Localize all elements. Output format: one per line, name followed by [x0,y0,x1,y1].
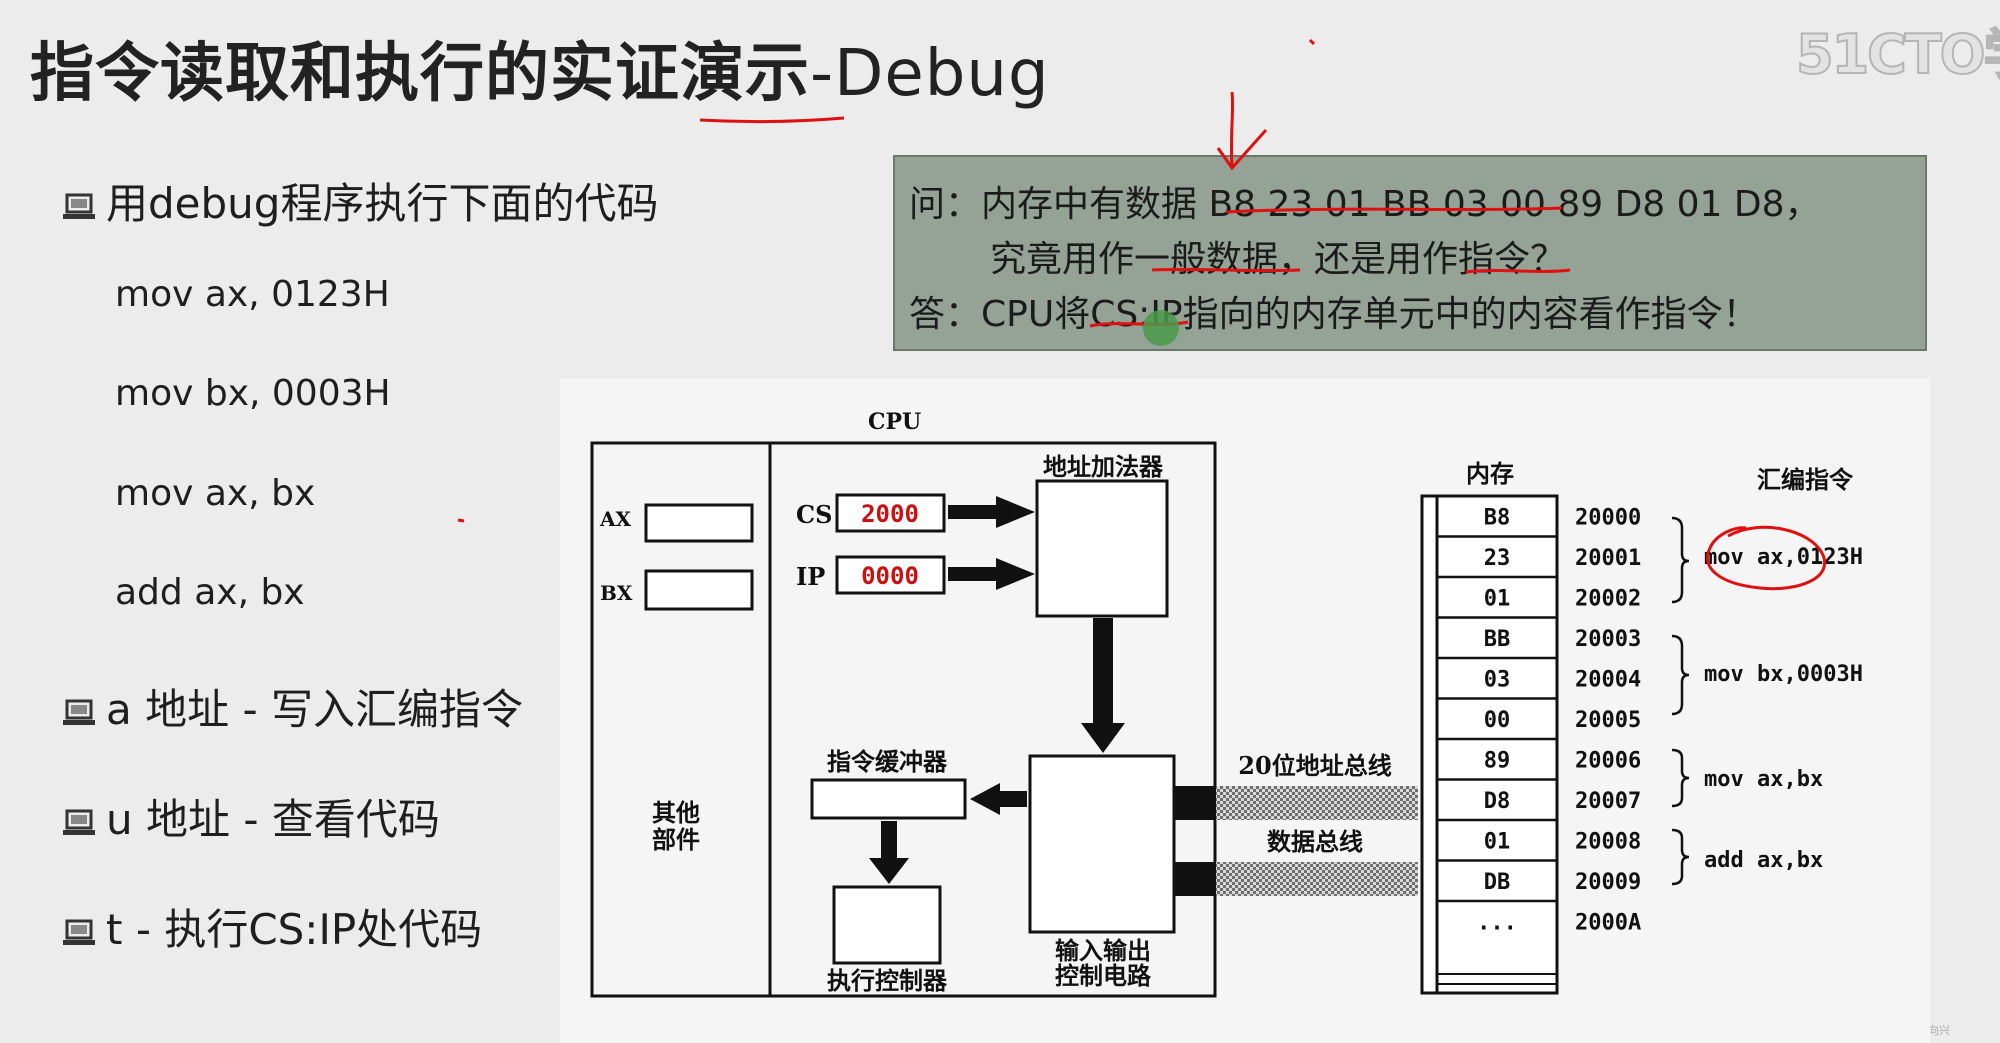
bullet-a-address: a 地址 - 写入汇编指令 [62,676,523,737]
bullet-text: 用debug程序执行下面的代码 [106,179,659,228]
memory-address-label: 20006 [1575,748,1641,773]
memory-address-label: 20001 [1575,546,1641,571]
address-bus [1216,786,1418,820]
bx-label: BX [600,581,633,605]
memory-addresses: 20000 20001 20002 20003 20004 20005 20006 20007… [1575,505,1641,935]
memory-label: 内存 [1466,459,1514,488]
memory-cell-value: 01 [1484,586,1511,611]
bullet-debug: 用debug程序执行下面的代码 [62,170,658,231]
address-bus-connector [1174,786,1216,820]
memory-cell-value: 23 [1484,546,1511,571]
cs-to-adder-arrow [948,496,1035,528]
qa-box: 问：内存中有数据 B8 23 01 BB 03 00 89 D8 01 D8， … [893,155,1927,351]
laptop-icon [63,699,95,725]
memory-cell-value: B8 [1484,505,1511,530]
exec-controller-label: 执行控制器 [827,966,948,995]
ip-label: IP [796,562,825,591]
qa-question: 问：内存中有数据 B8 23 01 BB 03 00 89 D8 01 D8， [909,184,1821,225]
memory-cell-value: 03 [1484,667,1511,692]
ip-value: 0000 [861,562,919,590]
address-adder-box [1035,479,1169,618]
bx-register [644,569,754,611]
memory-cell-value: BB [1484,627,1511,652]
cpu-memory-diagram: CPU AX BX 其他 部件 CS 2000 IP 0000 地址加法器 输入… [560,378,1930,1043]
bullet-t-execute: t - 执行CS:IP处代码 [62,896,482,957]
code-line: mov ax, bx [115,473,316,514]
memory-cell-value: 01 [1484,829,1511,854]
bullet-text: u 地址 - 查看代码 [106,795,440,844]
title-main: 指令读取和执行的实证演示 [30,37,810,111]
address-bus-label: 20位地址总线 [1238,751,1391,780]
memory-address-label: 2000A [1575,910,1641,935]
instruction-buffer-box [810,778,967,820]
ax-label: AX [599,507,632,531]
laptop-icon [63,919,95,945]
memory-address-label: 20000 [1575,505,1641,530]
memory-cell-value: DB [1484,870,1511,895]
code-line: mov bx, 0003H [115,373,391,414]
bullet-text: t - 执行CS:IP处代码 [106,905,483,954]
memory-address-label: 20004 [1575,667,1641,692]
title-suffix: -Debug [810,37,1050,111]
other-parts-label: 部件 [652,825,700,854]
asm-header: 汇编指令 [1757,465,1854,494]
cs-value: 2000 [861,500,919,528]
page-title: 指令读取和执行的实证演示-Debug [30,22,1050,114]
buffer-to-exec-arrow [869,821,909,884]
instruction-label: mov bx,0003H [1704,662,1863,687]
ax-register [644,503,754,543]
instruction-buffer-label: 指令缓冲器 [827,747,948,776]
io-control-label: 控制电路 [1055,961,1152,990]
instruction-brace [1671,828,1690,886]
adder-to-io-arrow [1081,618,1125,753]
cs-register [835,493,946,533]
handwritten-tick-annotation [457,518,465,523]
cpu-box [590,441,1217,998]
cpu-label: CPU [868,409,921,435]
code-line: mov ax, 0123H [115,274,390,315]
instruction-label: mov ax,0123H [1704,545,1863,570]
memory-frame [1420,494,1559,995]
memory-cells: B82301BB030089D801DB... [1437,505,1557,935]
memory-address-label: 20005 [1575,708,1641,733]
bullet-text: a 地址 - 写入汇编指令 [106,685,523,734]
memory-address-label: 20002 [1575,586,1641,611]
instruction-brace [1671,634,1690,716]
memory-address-label: 20009 [1575,870,1641,895]
ip-register [835,555,946,595]
bullet-u-address: u 地址 - 查看代码 [62,786,440,847]
qa-question-continued: 究竟用作一般数据，还是用作指令？ [990,239,1567,280]
memory-address-label: 20007 [1575,789,1641,814]
io-control-box [1028,754,1176,934]
handwritten-tick-annotation [1308,38,1316,46]
qa-answer: 答：CPU将CS:IP指向的内存单元中的内容看作指令！ [909,294,1759,335]
ip-to-adder-arrow [948,558,1035,590]
cs-label: CS [796,500,832,529]
exec-controller-box [832,885,942,965]
other-parts-label: 其他 [652,798,700,827]
memory-address-label: 20003 [1575,627,1641,652]
title-underline-annotation [699,116,845,124]
memory-cell-value: 00 [1484,708,1511,733]
data-bus [1216,862,1418,896]
memory-cell-value: D8 [1484,789,1511,814]
diagram-canvas: CPU AX BX 其他 部件 CS 2000 IP 0000 地址加法器 输入… [590,409,1863,998]
laptop-icon [63,809,95,835]
instruction-label: mov ax,bx [1704,767,1823,792]
address-adder-label: 地址加法器 [1043,452,1164,481]
io-control-label: 输入输出 [1055,936,1151,965]
memory-cell-value: 89 [1484,748,1511,773]
memory-address-label: 20008 [1575,829,1641,854]
handwritten-circle-annotation [1706,525,1826,591]
data-bus-connector [1174,862,1216,896]
watermark-logo: 51CTO学院 [1795,22,2000,87]
data-bus-label: 数据总线 [1267,827,1363,856]
instruction-brace [1671,748,1690,808]
laptop-icon [63,193,95,219]
memory-cell-value: ... [1477,910,1517,935]
io-to-buffer-arrow [970,783,1027,815]
code-line: add ax, bx [115,572,305,613]
instruction-brace [1671,516,1690,604]
instruction-label: add ax,bx [1704,848,1823,873]
